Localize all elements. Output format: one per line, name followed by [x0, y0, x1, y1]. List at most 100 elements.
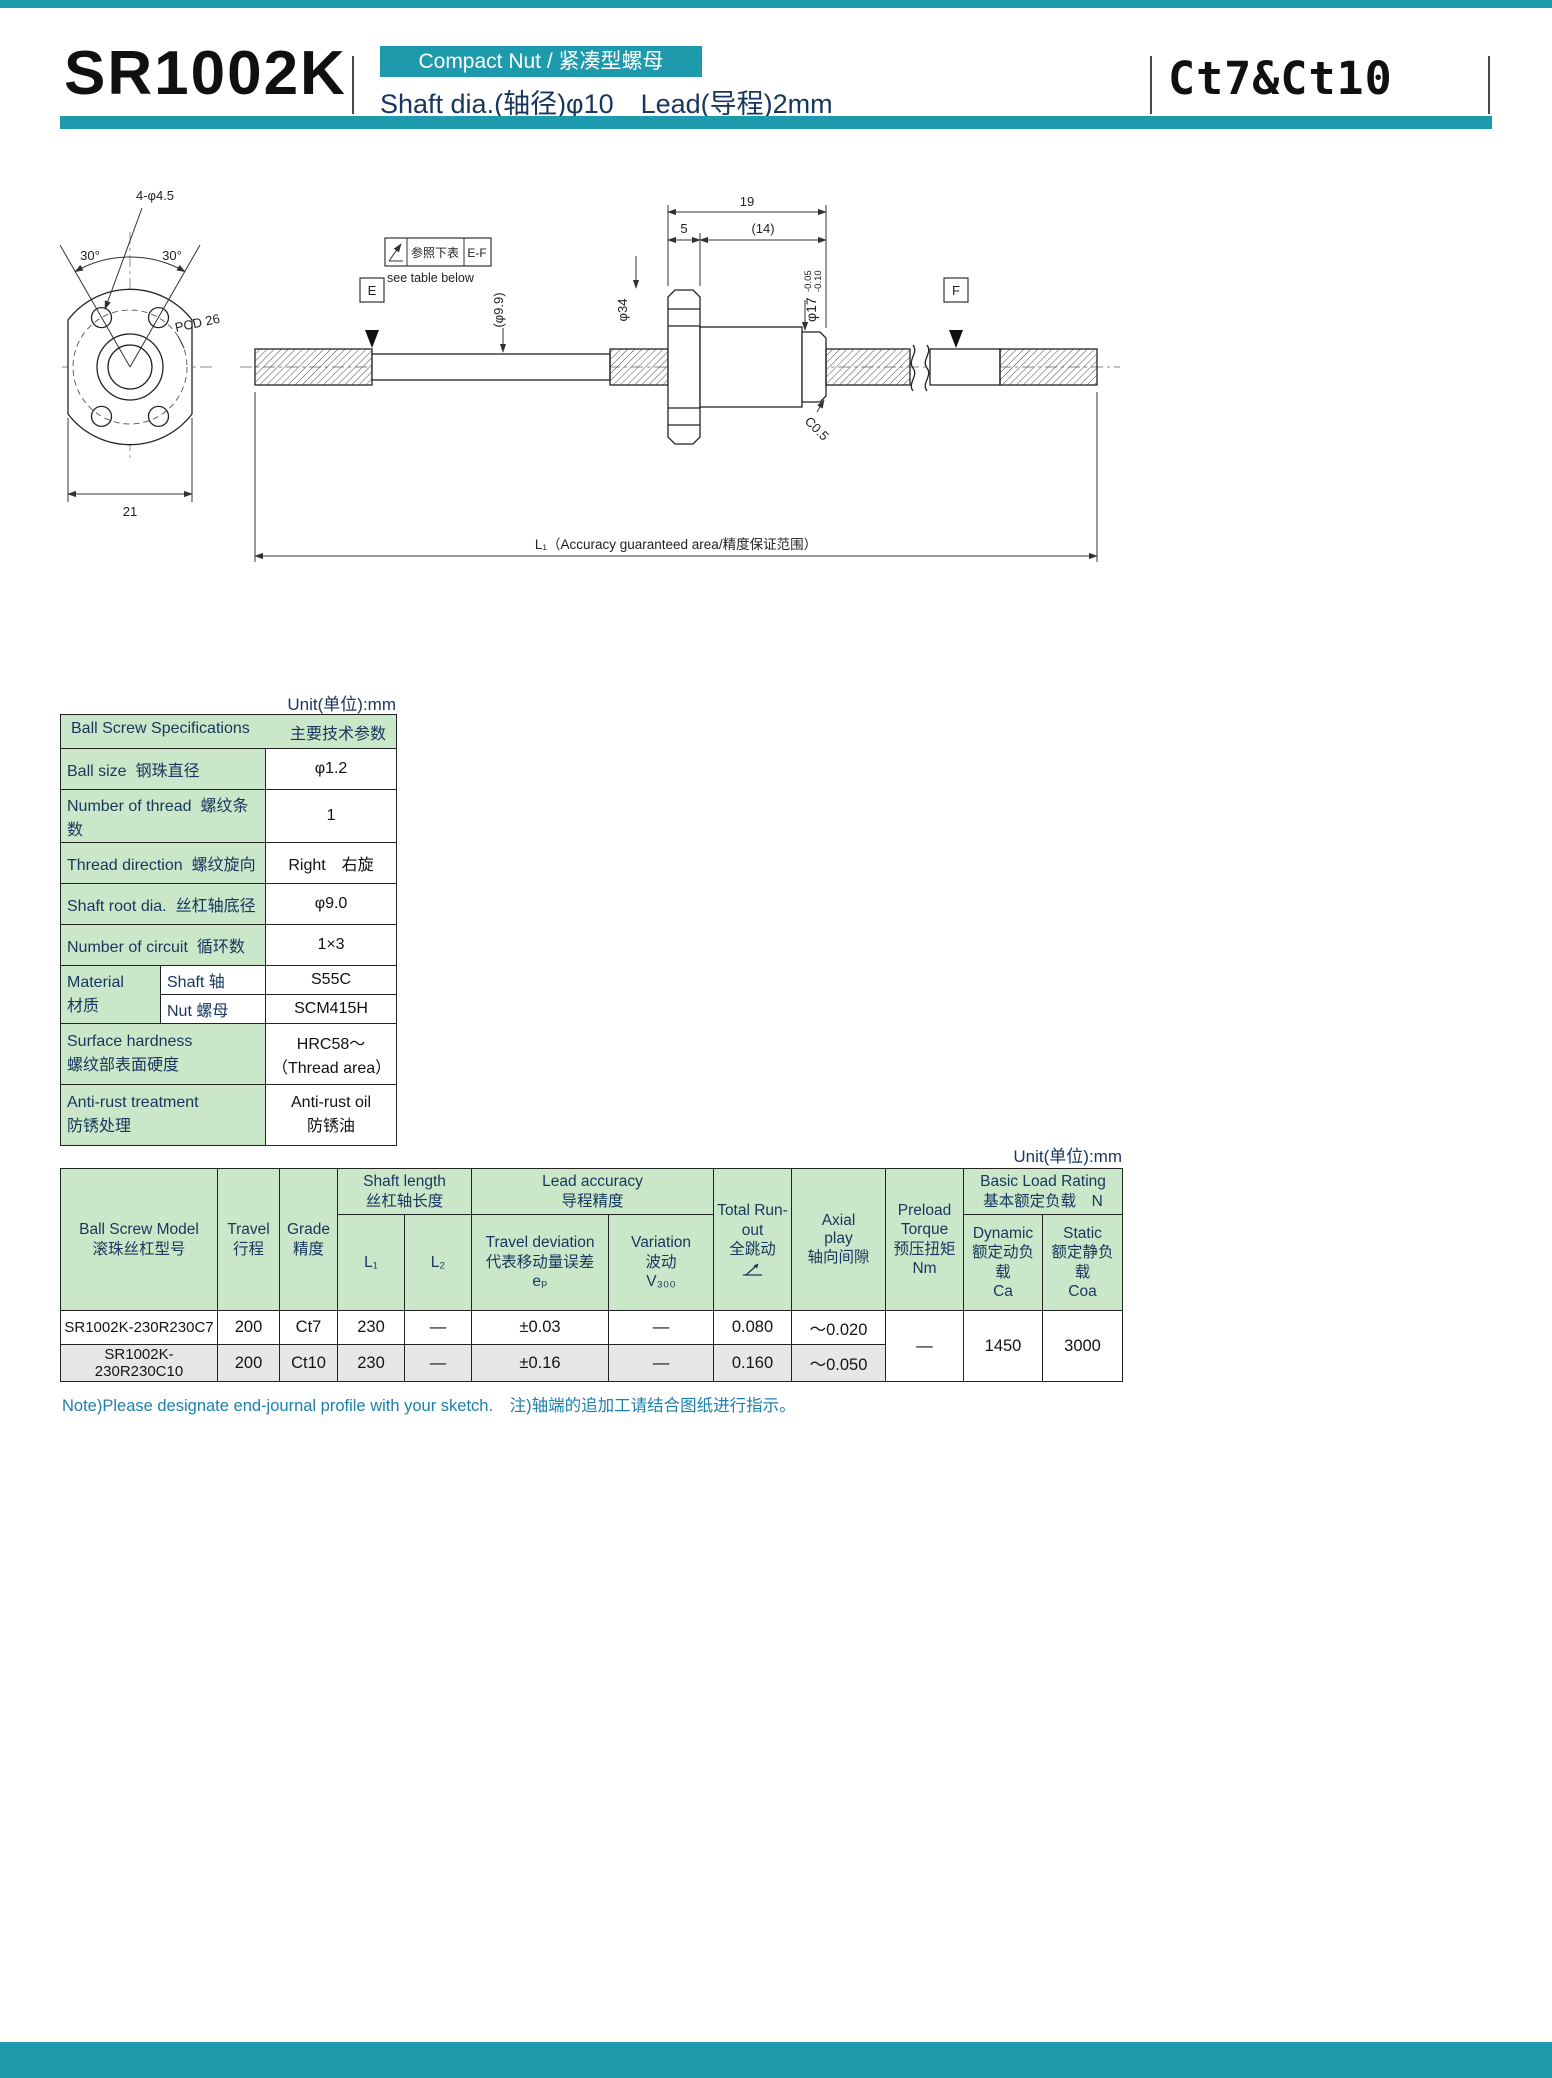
- cell-l1: 230: [337, 1344, 405, 1382]
- cell-axial-play: ～0.020: [791, 1310, 887, 1345]
- datum-f-marker: [949, 330, 963, 348]
- label-zh: 材质: [67, 997, 100, 1015]
- header-symbol: eₚ: [532, 1273, 548, 1291]
- header-symbol: Coa: [1068, 1282, 1097, 1300]
- label-zh: 螺纹旋向: [191, 857, 256, 874]
- shaft-side-view: E F 参照下表 E-F see table below: [240, 194, 1120, 562]
- angle-right-label: 30°: [162, 248, 182, 263]
- across-flats-label: 21: [123, 504, 137, 519]
- spec-value-ball-size: φ1.2: [264, 748, 398, 790]
- cell-static-load: 3000: [1042, 1310, 1124, 1382]
- header-divider: [352, 56, 354, 114]
- pilot-tol-lower: -0.10: [813, 270, 824, 292]
- header-zh: 滚珠丝杠型号: [92, 1240, 186, 1258]
- cell-grade: Ct10: [279, 1344, 338, 1382]
- header-zh: 行程: [232, 1240, 264, 1258]
- nut-overall-dim: 19: [740, 194, 754, 209]
- header-zh: 导程精度: [561, 1192, 624, 1210]
- header-zh: 额定静负载: [1051, 1244, 1114, 1281]
- header-zh: 精度: [292, 1240, 324, 1258]
- model-table: Ball Screw Model 滚珠丝杠型号 Travel 行程 Grade …: [60, 1168, 1124, 1382]
- header-variation: Variation 波动 V₃₀₀: [608, 1214, 715, 1311]
- datum-e-marker: [365, 330, 379, 348]
- header-load-rating: Basic Load Rating 基本额定负载 N: [963, 1168, 1124, 1215]
- header-unit: Nm: [912, 1259, 937, 1277]
- shaft-lead-subtitle: Shaft dia.(轴径)φ10 Lead(导程)2mm: [380, 89, 833, 119]
- header-total-runout: Total Run-out 全跳动: [713, 1168, 793, 1311]
- header-en: Variation: [631, 1234, 692, 1252]
- page-title-model: SR1002K: [64, 39, 347, 108]
- header-lead-accuracy: Lead accuracy 导程精度: [471, 1168, 715, 1215]
- chamfer-label: C0.5: [802, 414, 832, 444]
- cell-travel: 200: [217, 1344, 280, 1382]
- header-zh: 基本额定负载 N: [983, 1192, 1103, 1210]
- header-symbol: Ca: [993, 1282, 1013, 1300]
- flange-dia-label: φ34: [615, 299, 630, 322]
- header-shaft-length: Shaft length 丝杠轴长度: [336, 1168, 473, 1215]
- cell-grade: Ct7: [279, 1310, 338, 1345]
- root-dia-label: (φ9.9): [491, 292, 506, 327]
- bottom-accent-bar: [0, 2042, 1552, 2078]
- header-zh: 全跳动: [729, 1241, 776, 1259]
- spec-table: Ball Screw Specifications 主要技术参数 Ball si…: [59, 714, 398, 1146]
- header-en: Grade: [286, 1221, 331, 1239]
- cell-runout: 0.160: [713, 1344, 793, 1382]
- thread-section: [999, 348, 1098, 386]
- smooth-shaft-section: [371, 353, 611, 381]
- total-runout-icon: [742, 1263, 762, 1276]
- callout-ref-text: 参照下表: [411, 245, 459, 260]
- cell-runout: 0.080: [713, 1310, 793, 1345]
- label-en: Thread direction: [67, 857, 183, 874]
- bolt-hole: [147, 306, 170, 329]
- cell-preload-torque: —: [885, 1310, 965, 1382]
- slope-reference-icon: [388, 243, 403, 262]
- spec-value-circuit: 1×3: [264, 924, 398, 966]
- cell-l2: —: [403, 1310, 473, 1345]
- label-en: Material: [67, 973, 124, 991]
- header-zh: 轴向间隙: [807, 1248, 870, 1266]
- header-en: Lead accuracy: [542, 1173, 643, 1191]
- label-en: Anti-rust treatment: [67, 1094, 199, 1111]
- header-en: Dynamic: [972, 1224, 1034, 1242]
- cell-variation: —: [608, 1344, 715, 1382]
- cell-model: SR1002K-230R230C7: [60, 1310, 218, 1345]
- header-rule-bar: [60, 116, 1492, 129]
- spec-value-thread-direction: Right 右旋: [264, 842, 398, 884]
- label-en: Surface hardness: [67, 1033, 193, 1050]
- nut-body: [699, 326, 803, 408]
- header-static-load: Static 额定静负载 Coa: [1042, 1214, 1124, 1311]
- reference-callout: 参照下表 E-F see table below: [384, 237, 492, 285]
- label-zh: 螺纹条数: [67, 798, 249, 839]
- break-line: [910, 344, 916, 392]
- bolt-hole: [147, 405, 170, 428]
- cell-l2: —: [403, 1344, 473, 1382]
- pilot-tol-upper: -0.05: [803, 270, 814, 292]
- header-divider: [1488, 56, 1490, 114]
- spec-value-root-dia: φ9.0: [264, 883, 398, 925]
- spec-value-material-shaft: S55C: [264, 965, 398, 995]
- header-model: Ball Screw Model 滚珠丝杠型号: [60, 1168, 218, 1311]
- label-zh: 螺纹部表面硬度: [67, 1057, 180, 1074]
- header-l2: L₂: [403, 1214, 473, 1311]
- header-en: Total Run-out: [717, 1202, 788, 1239]
- value-line: HRC58～: [296, 1036, 366, 1053]
- label-en: Number of circuit: [67, 939, 188, 956]
- header-grade: Grade 精度: [279, 1168, 338, 1311]
- header-travel-deviation: Travel deviation 代表移动量误差 eₚ: [471, 1214, 610, 1311]
- accuracy-grade-label: Ct7&Ct10: [1168, 52, 1393, 105]
- header-en: Shaft length: [363, 1173, 446, 1191]
- value-line: Anti-rust oil: [291, 1094, 372, 1111]
- header-en: Basic Load Rating: [980, 1173, 1106, 1191]
- spec-title-en: Ball Screw Specifications: [71, 719, 250, 737]
- value-line: （Thread area）: [272, 1060, 392, 1077]
- spec-label-material-shaft: Shaft 轴: [160, 965, 266, 995]
- header-preload-torque: Preload Torque 预压扭矩 Nm: [885, 1168, 965, 1311]
- header-zh: 额定动负载: [972, 1244, 1035, 1281]
- header-zh: 代表移动量误差: [485, 1253, 595, 1271]
- header-zh: 丝杠轴长度: [365, 1192, 444, 1210]
- spec-title-zh: 主要技术参数: [290, 725, 387, 743]
- label-zh: 防锈处理: [67, 1118, 132, 1135]
- bolt-circle: [72, 309, 188, 425]
